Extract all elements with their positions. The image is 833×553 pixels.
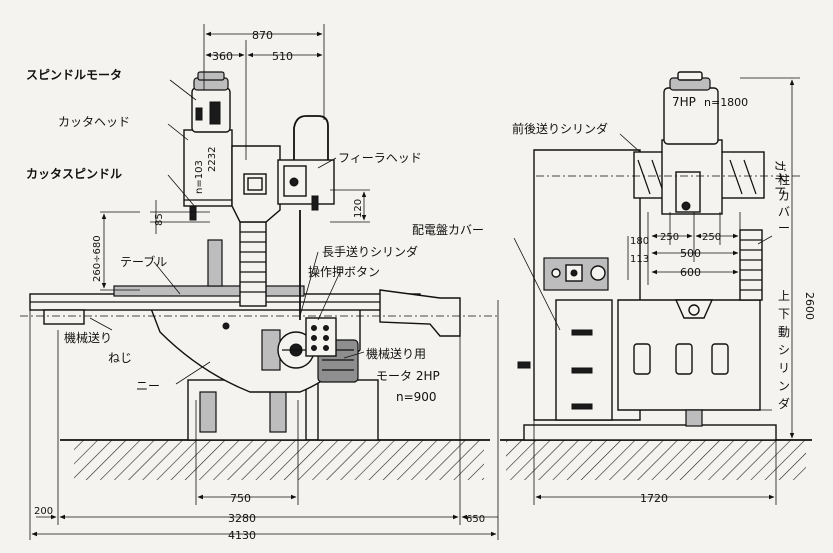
- dim-table-length: 3280: [228, 512, 256, 525]
- label-cutter-spindle: カッタスピンドル: [26, 167, 122, 181]
- label-table: テーブル: [120, 254, 167, 269]
- label-vertical-cylinder-1: 上: [778, 289, 790, 303]
- motor-plate-power: 7HP: [672, 95, 696, 109]
- front-view: スピンドルモータ カッタヘッド カッタスピンドル フィーラヘッド テーブル 長手…: [20, 24, 500, 542]
- side-view: 前後送りシリンダ 配電盤カバー ガイド 柱 カ バ ー 上 下 動 シ リ ン …: [412, 71, 816, 505]
- label-guide-cover-4: バ: [778, 205, 790, 219]
- label-mech-feed-motor-2: モータ 2HP: [376, 369, 440, 383]
- dim-feeler-offset: 120: [353, 199, 364, 218]
- label-vertical-cylinder-6: ン: [778, 379, 790, 393]
- front-floor: [74, 440, 484, 480]
- label-fore-aft-cylinder: 前後送りシリンダ: [512, 121, 608, 136]
- dim-base-width: 1720: [640, 492, 668, 505]
- label-cutter-head: カッタヘッド: [58, 115, 130, 129]
- label-mech-feed-motor-3: n=900: [396, 390, 437, 404]
- label-operation-button: 操作押ボタン: [308, 264, 380, 279]
- dim-180: 180: [630, 236, 649, 247]
- dim-right-margin: 650: [466, 514, 485, 525]
- label-guide-cover-3: カ: [778, 189, 790, 203]
- side-floor: [506, 440, 806, 480]
- side-bellows: [740, 239, 762, 291]
- label-mech-feed-screw-2: ねじ: [108, 351, 132, 365]
- label-long-feed-cylinder: 長手送りシリンダ: [322, 244, 418, 259]
- motor-plate-speed: n=1800: [704, 96, 748, 109]
- cutter-head-plate-value: 2232: [207, 147, 218, 172]
- label-feeler-head: フィーラヘッド: [338, 151, 422, 165]
- label-vertical-cylinder-2: 下: [778, 307, 790, 321]
- dim-500: 500: [680, 247, 701, 260]
- label-guide-cover-2: 柱: [778, 172, 790, 187]
- dim-height: 2600: [803, 292, 816, 320]
- label-vertical-cylinder-3: 動: [778, 325, 790, 339]
- cutter-head-plate-speed: n=103: [194, 160, 205, 194]
- front-control-panel: [305, 317, 337, 357]
- dim-left-margin: 200: [34, 506, 53, 517]
- label-spindle-motor: スピンドルモータ: [26, 68, 122, 82]
- dim-250-right: 250: [702, 232, 721, 243]
- dim-spindle-offset: 85: [154, 213, 165, 226]
- dim-top-overall: 870: [252, 29, 273, 42]
- dim-top-right: 510: [272, 50, 293, 63]
- label-mech-feed-motor-1: 機械送り用: [366, 346, 426, 361]
- label-vertical-cylinder-5: リ: [778, 361, 790, 375]
- label-mech-feed-screw-1: 機械送り: [64, 330, 112, 345]
- label-guide-cover-5: ー: [778, 221, 790, 235]
- label-vertical-cylinder-7: ダ: [778, 396, 790, 411]
- side-base: [523, 424, 777, 441]
- side-panel-cover: [555, 299, 613, 421]
- label-vertical-cylinder-4: シ: [778, 343, 790, 357]
- dim-top-left: 360: [212, 50, 233, 63]
- dim-600: 600: [680, 266, 701, 279]
- dim-overall-length: 4130: [228, 529, 256, 542]
- front-cutter-head: [183, 129, 233, 207]
- front-long-feed-cylinder: [379, 289, 461, 337]
- dim-vertical-range: 260÷680: [92, 235, 103, 282]
- dim-250-left: 250: [660, 232, 679, 243]
- dim-113: 113: [630, 254, 649, 265]
- label-guide-cover-1: ガイド: [773, 160, 787, 196]
- label-knee: ニー: [136, 379, 160, 393]
- dim-knee-width: 750: [230, 492, 251, 505]
- label-panel-cover: 配電盤カバー: [412, 223, 484, 237]
- front-right-base: [317, 379, 379, 441]
- front-feed-screw: [43, 309, 85, 325]
